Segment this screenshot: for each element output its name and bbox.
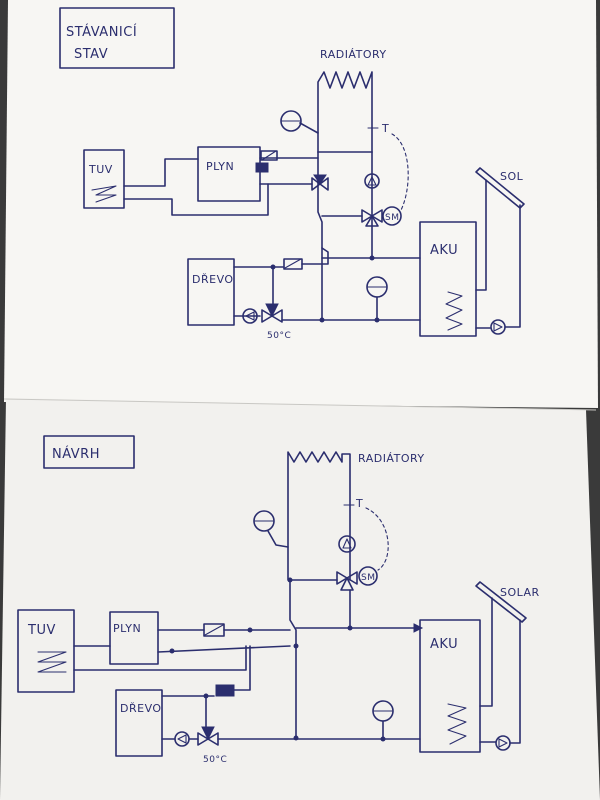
top-title-line2: STAV xyxy=(74,47,108,62)
top-title-line1: STÁVANICÍ xyxy=(66,24,137,40)
top-title-box xyxy=(59,7,175,69)
top-sol-label: SOL xyxy=(500,170,524,183)
top-aku-tank xyxy=(419,221,477,337)
bottom-servo-motor-label: SM xyxy=(361,573,375,583)
top-temp-label: 50°C xyxy=(267,331,291,341)
bottom-plyn-label: PLYN xyxy=(113,622,141,635)
bottom-drevo-exchanger-icon xyxy=(215,684,235,697)
top-radiator-label: RADIÁTORY xyxy=(320,48,387,61)
bottom-flow-arrow-icon xyxy=(413,623,424,633)
bottom-aku-tank xyxy=(419,619,481,753)
bottom-tuv-label: TUV xyxy=(27,623,56,638)
top-pump-icon xyxy=(364,173,380,189)
bottom-tuv-coil-icon xyxy=(37,651,67,673)
top-servo-motor-label: SM xyxy=(385,213,399,223)
top-tuv-label: TUV xyxy=(88,163,113,176)
top-thermostat-label: T xyxy=(381,122,389,135)
bottom-servo-motor-icon xyxy=(358,566,378,586)
bottom-plyn-box xyxy=(109,611,159,665)
top-heat-exchanger-icon xyxy=(260,150,278,161)
bottom-title: NÁVRH xyxy=(52,446,100,462)
top-three-way-valve-icon xyxy=(311,177,321,191)
top-tuv-coil-icon xyxy=(91,185,117,203)
top-plyn-box xyxy=(197,146,261,202)
top-paper-sheet xyxy=(4,0,598,408)
top-expansion-vessel-icon xyxy=(280,110,302,132)
top-solar-collector-icon xyxy=(475,167,525,209)
bottom-aku-label: AKU xyxy=(430,637,458,652)
bottom-drevo-label: DŘEVO xyxy=(120,702,162,715)
bottom-solar-label: SOLAR xyxy=(500,586,540,599)
sheet-edge xyxy=(3,398,597,411)
bottom-title-box xyxy=(43,435,135,469)
top-plyn-label: PLYN xyxy=(206,160,234,173)
bottom-radiator-label: RADIÁTORY xyxy=(358,452,425,465)
bottom-paper-sheet xyxy=(0,398,600,800)
bottom-solar-collector-icon xyxy=(475,581,527,623)
top-drevo-pump-icon xyxy=(242,308,258,324)
bottom-tuv-box xyxy=(17,609,75,693)
top-heat-exchanger-small-icon xyxy=(255,162,269,173)
top-aku-coil-icon xyxy=(445,291,463,331)
bottom-radiator-icon xyxy=(287,451,351,581)
bottom-expansion-vessel-icon xyxy=(253,510,275,532)
bottom-signal-line xyxy=(365,507,389,571)
bottom-drevo-valve-icon xyxy=(197,732,209,746)
top-aku-label: AKU xyxy=(430,243,458,258)
bottom-drevo-box xyxy=(115,689,163,757)
top-radiator-icon xyxy=(317,71,373,153)
bottom-thermostat-label: T xyxy=(355,497,363,510)
top-drevo-box xyxy=(187,258,235,326)
bottom-pump-icon xyxy=(338,535,356,553)
top-tuv-box xyxy=(83,149,125,209)
top-drevo-label: DŘEVO xyxy=(192,273,234,286)
bottom-diagram: NÁVRH RADIÁTORY T SM TUV xyxy=(17,435,540,765)
bottom-aku-coil-icon xyxy=(447,703,467,745)
bottom-temp-label: 50°C xyxy=(203,755,227,765)
top-diagram: STÁVANICÍ STAV RADIÁTORY T TUV PLYN xyxy=(59,7,525,341)
top-signal-line xyxy=(391,133,409,213)
bottom-mixing-valve-icon xyxy=(336,571,348,585)
top-drevo-valve-icon xyxy=(261,309,273,323)
top-servo-motor-icon xyxy=(382,206,402,226)
